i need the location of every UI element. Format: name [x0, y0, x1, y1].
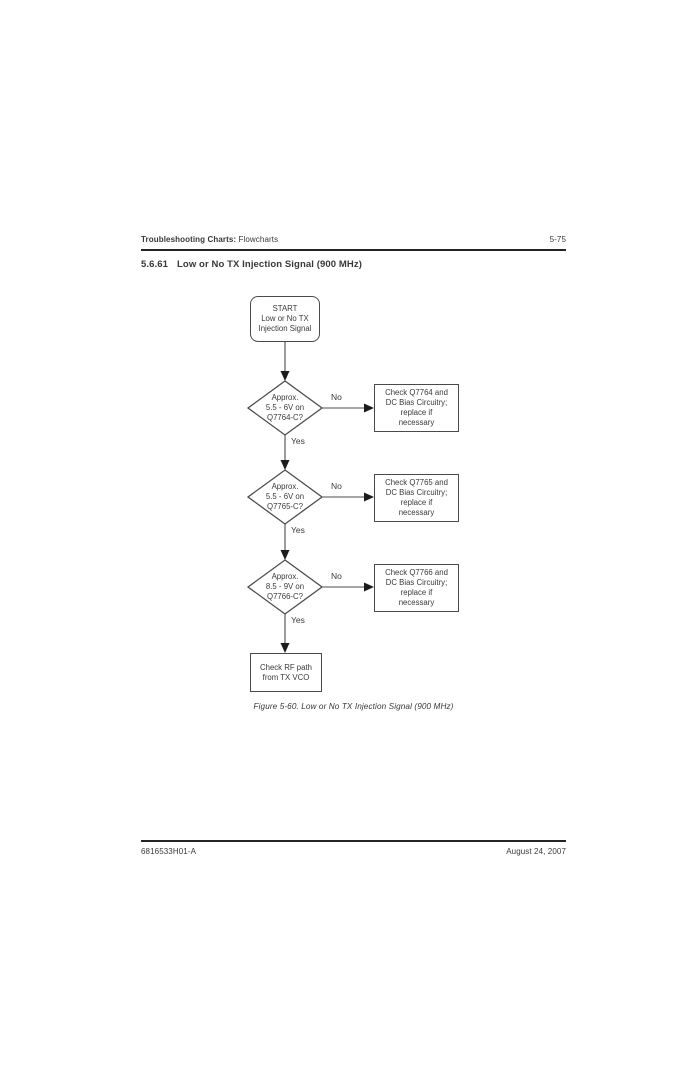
start-node: START Low or No TX Injection Signal [250, 296, 320, 342]
page-number: 5-75 [549, 235, 566, 244]
page-header: Troubleshooting Charts: Flowcharts 5-75 [141, 235, 566, 244]
no-label-1: No [331, 392, 342, 402]
no-label-3: No [331, 571, 342, 581]
action-box-1: Check Q7764 and DC Bias Circuitry; repla… [374, 384, 459, 432]
header-title-regular: Flowcharts [238, 235, 279, 244]
decision-node-2: Approx. 5.5 - 6V on Q7765-C? [265, 482, 305, 511]
footer-part-number: 6816533H01-A [141, 847, 197, 856]
header-rule [141, 249, 566, 251]
footer-date: August 24, 2007 [506, 847, 566, 856]
action-box-3: Check Q7766 and DC Bias Circuitry; repla… [374, 564, 459, 612]
end-node: Check RF path from TX VCO [250, 653, 322, 692]
section-heading: 5.6.61 Low or No TX Injection Signal (900… [141, 259, 362, 270]
figure-caption: Figure 5-60. Low or No TX Injection Sign… [253, 702, 454, 711]
no-label-2: No [331, 481, 342, 491]
decision-node-1: Approx. 5.5 - 6V on Q7764-C? [265, 393, 305, 422]
section-number: 5.6.61 [141, 259, 169, 270]
footer-rule [141, 840, 566, 842]
page-footer: 6816533H01-A August 24, 2007 [141, 847, 566, 856]
yes-label-1: Yes [291, 436, 305, 446]
yes-label-3: Yes [291, 615, 305, 625]
yes-label-2: Yes [291, 525, 305, 535]
decision-node-3: Approx. 8.5 - 9V on Q7766-C? [265, 572, 305, 601]
header-title-bold: Troubleshooting Charts: [141, 235, 237, 244]
action-box-2: Check Q7765 and DC Bias Circuitry; repla… [374, 474, 459, 522]
header-title: Troubleshooting Charts: Flowcharts [141, 235, 278, 244]
section-title: Low or No TX Injection Signal (900 MHz) [177, 259, 362, 270]
